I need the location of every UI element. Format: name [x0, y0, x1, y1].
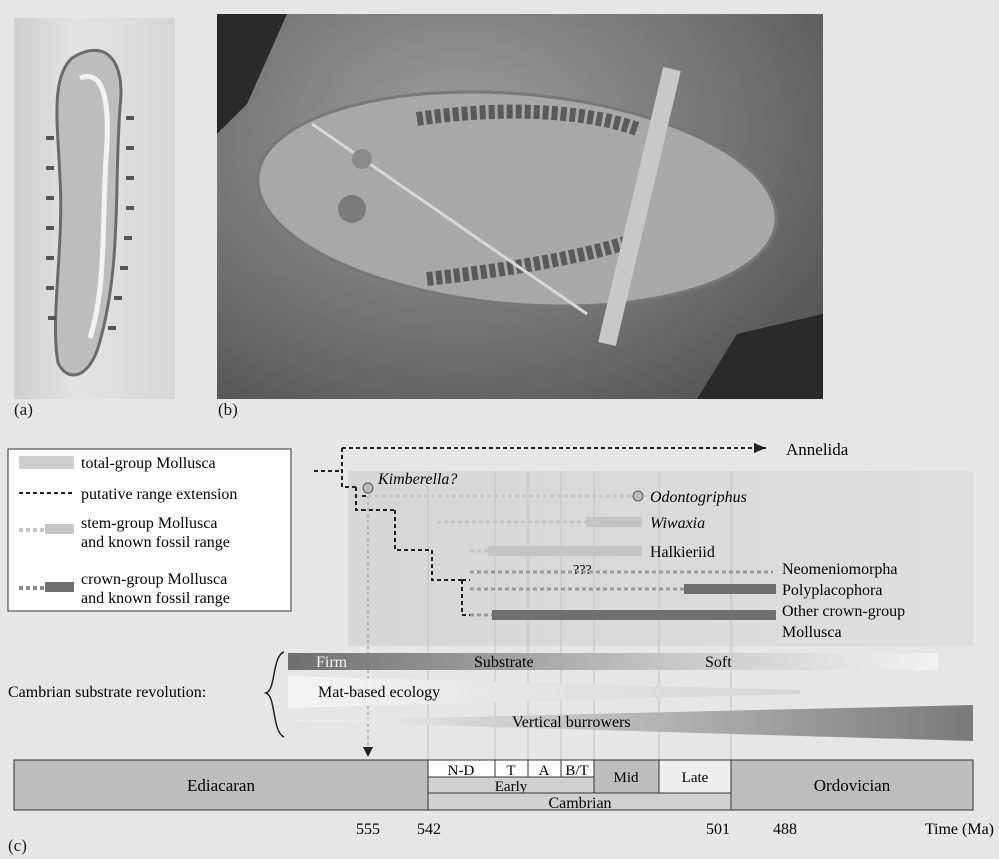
- polyplacophora-range-bar: [684, 584, 776, 594]
- period-cambrian: Cambrian: [548, 795, 611, 812]
- kimberella-node: [363, 483, 373, 493]
- legend-swatch-stem: [45, 524, 74, 534]
- substrate-brace: [266, 652, 284, 737]
- label-uncertain: ???: [573, 563, 592, 578]
- label-neomeniomorpha: Neomeniomorpha: [782, 561, 898, 578]
- panel-label-c: (c): [8, 836, 27, 856]
- tick-488: 488: [773, 821, 797, 838]
- halkieriid-range-bar: [488, 546, 642, 556]
- legend: total-group Mollusca putative range exte…: [8, 449, 291, 611]
- period-ordovician: Ordovician: [814, 776, 891, 795]
- substrate-gradient-bar: [288, 653, 938, 670]
- legend-putative: putative range extension: [81, 486, 237, 503]
- legend-crown-line2: and known fossil range: [81, 590, 230, 607]
- label-halkieriid: Halkieriid: [650, 544, 715, 561]
- epoch-mid: Mid: [613, 770, 639, 786]
- legend-stem-line1: stem-group Mollusca: [81, 515, 217, 532]
- substrate-label-firm: Firm: [316, 654, 348, 671]
- other-crown-range-bar: [492, 610, 776, 620]
- annelida-arrowhead: [754, 443, 766, 453]
- axis-label-time: Time (Ma): [925, 821, 994, 838]
- period-ediacaran: Ediacaran: [187, 776, 255, 795]
- label-polyplacophora: Polyplacophora: [782, 582, 882, 599]
- legend-crown-line1: crown-group Mollusca: [81, 571, 227, 588]
- legend-swatch-crown: [45, 582, 74, 592]
- legend-swatch-total-group: [19, 456, 74, 469]
- wiwaxia-range-bar: [586, 517, 642, 527]
- tick-501: 501: [706, 821, 730, 838]
- kimberella-arrowhead: [363, 747, 373, 757]
- legend-total-group: total-group Mollusca: [81, 455, 216, 472]
- label-odontogriphus: Odontogriphus: [650, 489, 747, 506]
- tick-542: 542: [417, 821, 441, 838]
- substrate-title: Cambrian substrate revolution:: [8, 684, 206, 701]
- label-other-crown-line1: Other crown-group: [782, 603, 905, 620]
- label-other-crown-line2: Mollusca: [782, 624, 842, 641]
- label-annelida: Annelida: [786, 440, 849, 459]
- vertical-burrowers-label: Vertical burrowers: [512, 714, 631, 731]
- label-kimberella: Kimberella?: [377, 471, 457, 488]
- timescale: Ediacaran N-D T A B/T Early Mid Late Cam…: [14, 760, 973, 812]
- legend-stem-line2: and known fossil range: [81, 534, 230, 551]
- substrate-label-substrate: Substrate: [474, 654, 534, 671]
- label-wiwaxia: Wiwaxia: [650, 515, 705, 532]
- mat-ecology-label: Mat-based ecology: [318, 684, 440, 701]
- substrate-label-soft: Soft: [705, 654, 732, 671]
- odontogriphus-node: [633, 491, 643, 501]
- tick-555: 555: [356, 821, 380, 838]
- epoch-late: Late: [682, 770, 709, 786]
